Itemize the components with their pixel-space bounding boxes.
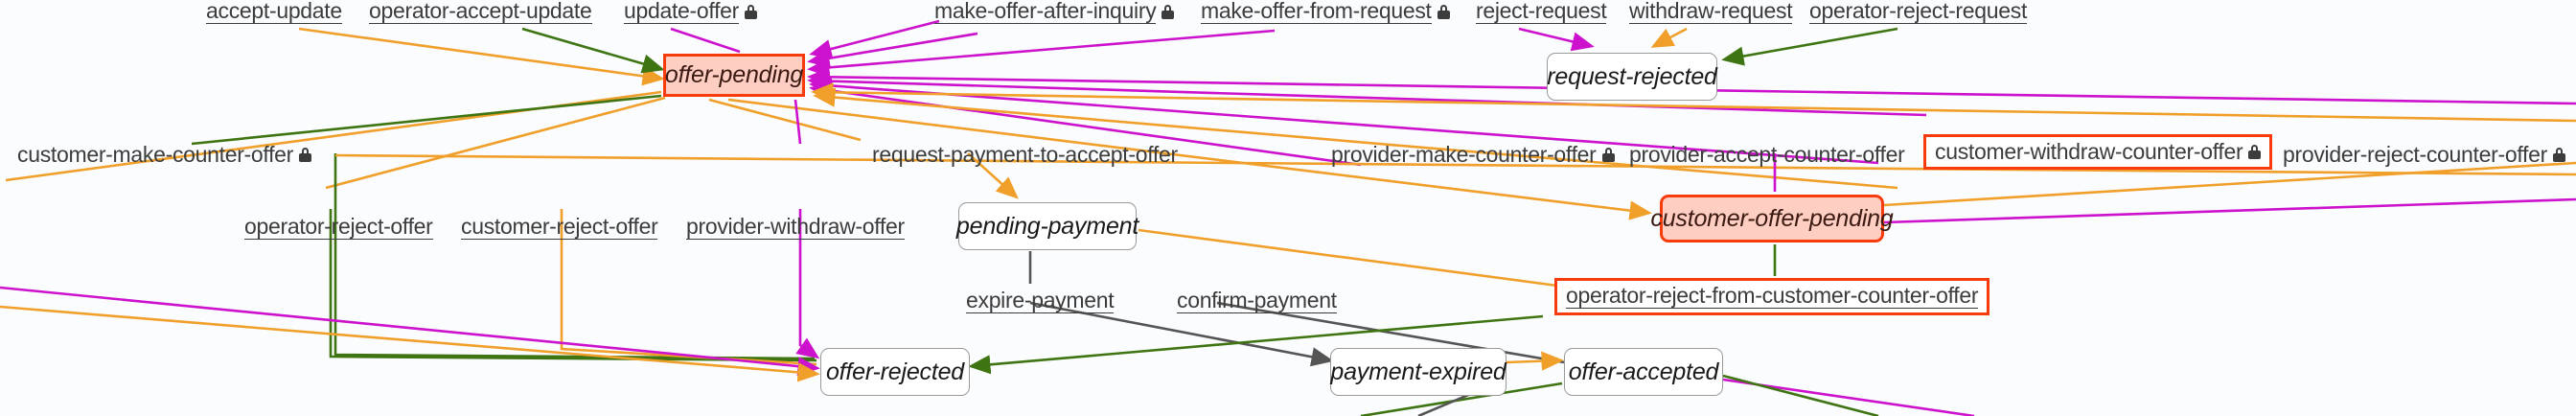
edge-pending-to-left-orange [5,90,662,182]
lock-icon [299,148,312,162]
edge-label-provider-withdraw-offer[interactable]: provider-withdraw-offer [686,216,905,240]
node-payment-expired[interactable]: payment-expired [1330,348,1506,396]
lock-icon [2248,145,2262,159]
edge-label-text: make-offer-after-inquiry [934,0,1157,24]
edge-label-text: operator-accept-update [369,0,592,24]
edge-label-customer-withdraw-counter-offer[interactable]: customer-withdraw-counter-offer [1923,134,2273,170]
edge-label-operator-reject-offer[interactable]: operator-reject-offer [244,216,433,240]
edge-label-text: withdraw-request [1629,0,1793,24]
edge-label-provider-accept-counter-offer[interactable]: provider-accept-counter-offer [1629,142,1905,167]
edge-label-text: confirm-payment [1177,288,1337,313]
edge-operator-reject-request [1721,27,1898,66]
edge-update-offer [670,27,741,54]
node-label: offer-pending [664,61,804,88]
edge-label-customer-make-counter-offer[interactable]: customer-make-counter-offer [17,142,312,167]
edge-label-text: provider-accept-counter-offer [1629,142,1905,167]
node-label: offer-accepted [1568,358,1719,385]
node-label: request-rejected [1547,62,1717,90]
edge-label-update-offer[interactable]: update-offer [624,0,758,24]
edge-label-accept-update[interactable]: accept-update [206,0,342,24]
edge-label-confirm-payment[interactable]: confirm-payment [1177,289,1337,313]
edge-label-operator-accept-update[interactable]: operator-accept-update [369,0,592,24]
edge-label-request-payment-to-accept-offer[interactable]: request-payment-to-accept-offer [872,144,1178,166]
edge-customer-offer-pending-magenta-right [1883,197,2576,224]
edge-label-operator-reject-from-customer-counter-offer[interactable]: operator-reject-from-customer-counter-of… [1554,278,1990,315]
edge-customer-withdraw-to-pending [807,71,1927,117]
node-offer-rejected[interactable]: offer-rejected [820,348,970,396]
node-label: customer-offer-pending [1650,204,1894,232]
lock-icon [1601,148,1615,162]
edge-label-text: customer-make-counter-offer [17,142,294,167]
edge-reject-request [1518,27,1595,52]
edge-offer-accepted-magenta-down [1722,378,1975,416]
edge-label-text: customer-withdraw-counter-offer [1935,139,2243,164]
edge-label-text: operator-reject-offer [244,214,433,240]
lock-icon [1437,5,1450,19]
edge-customer-make-counter-offer-green [334,153,816,360]
edge-pending-to-mid-orange [325,96,666,190]
edge-pending-down-magenta [794,99,802,145]
edge-label-text: provider-withdraw-offer [686,214,905,240]
lock-icon [1162,5,1175,19]
edge-label-withdraw-request[interactable]: withdraw-request [1629,0,1793,24]
edge-pending-payment-orange-out [1138,228,1573,289]
edge-label-text: make-offer-from-request [1201,0,1432,24]
edge-label-text: accept-update [206,0,342,24]
edge-label-text: provider-reject-counter-offer [2283,142,2547,167]
edge-accept-update [298,27,665,86]
edge-label-text: request-payment-to-accept-offer [872,142,1178,167]
edge-label-text: operator-reject-from-customer-counter-of… [1566,283,1979,309]
edge-pending-to-left-green [191,94,662,146]
edge-magenta-into-offer-rejected-far [0,286,820,377]
edge-make-offer-after-inquiry [807,32,978,68]
node-pending-payment[interactable]: pending-payment [955,202,1139,250]
edge-label-text: update-offer [624,0,740,24]
edge-label-make-offer-after-inquiry[interactable]: make-offer-after-inquiry [934,0,1175,24]
edge-label-operator-reject-request[interactable]: operator-reject-request [1809,0,2027,24]
edge-orange-into-offer-rejected-far [0,305,820,382]
edge-operator-accept-update [521,27,665,74]
edge-label-customer-reject-offer[interactable]: customer-reject-offer [461,214,658,240]
node-label: offer-rejected [825,358,965,385]
node-offer-accepted[interactable]: offer-accepted [1564,348,1723,396]
lock-icon [2552,148,2565,162]
node-customer-offer-pending[interactable]: customer-offer-pending [1650,195,1894,243]
edge-label-provider-make-counter-offer[interactable]: provider-make-counter-offer [1331,144,1615,166]
edge-label-text: reject-request [1476,0,1607,24]
edge-label-make-offer-from-request[interactable]: make-offer-from-request [1201,0,1450,24]
edge-label-text: customer-reject-offer [461,214,658,240]
edge-pending-to-request-payment [708,98,862,142]
edge-label-reject-request[interactable]: reject-request [1476,0,1607,24]
node-request-rejected[interactable]: request-rejected [1547,53,1717,101]
edge-make-offer-from-request [807,29,1276,78]
node-offer-pending[interactable]: offer-pending [663,54,805,97]
node-label: payment-expired [1330,358,1506,385]
lock-icon [745,5,758,19]
node-label: pending-payment [955,212,1139,240]
edge-to-offer-accepted [1506,351,1564,371]
edge-offer-accepted-green-down2 [1722,374,1879,416]
edge-label-text: operator-reject-request [1809,0,2028,24]
edge-label-text: expire-payment [966,288,1115,313]
edge-label-expire-payment[interactable]: expire-payment [966,288,1115,313]
edge-make-offer-after-inquiry-top [809,19,940,58]
edge-label-provider-reject-counter-offer[interactable]: provider-reject-counter-offer [2283,144,2565,166]
edge-withdraw-request [1650,27,1688,48]
edge-label-text: provider-make-counter-offer [1331,142,1597,167]
